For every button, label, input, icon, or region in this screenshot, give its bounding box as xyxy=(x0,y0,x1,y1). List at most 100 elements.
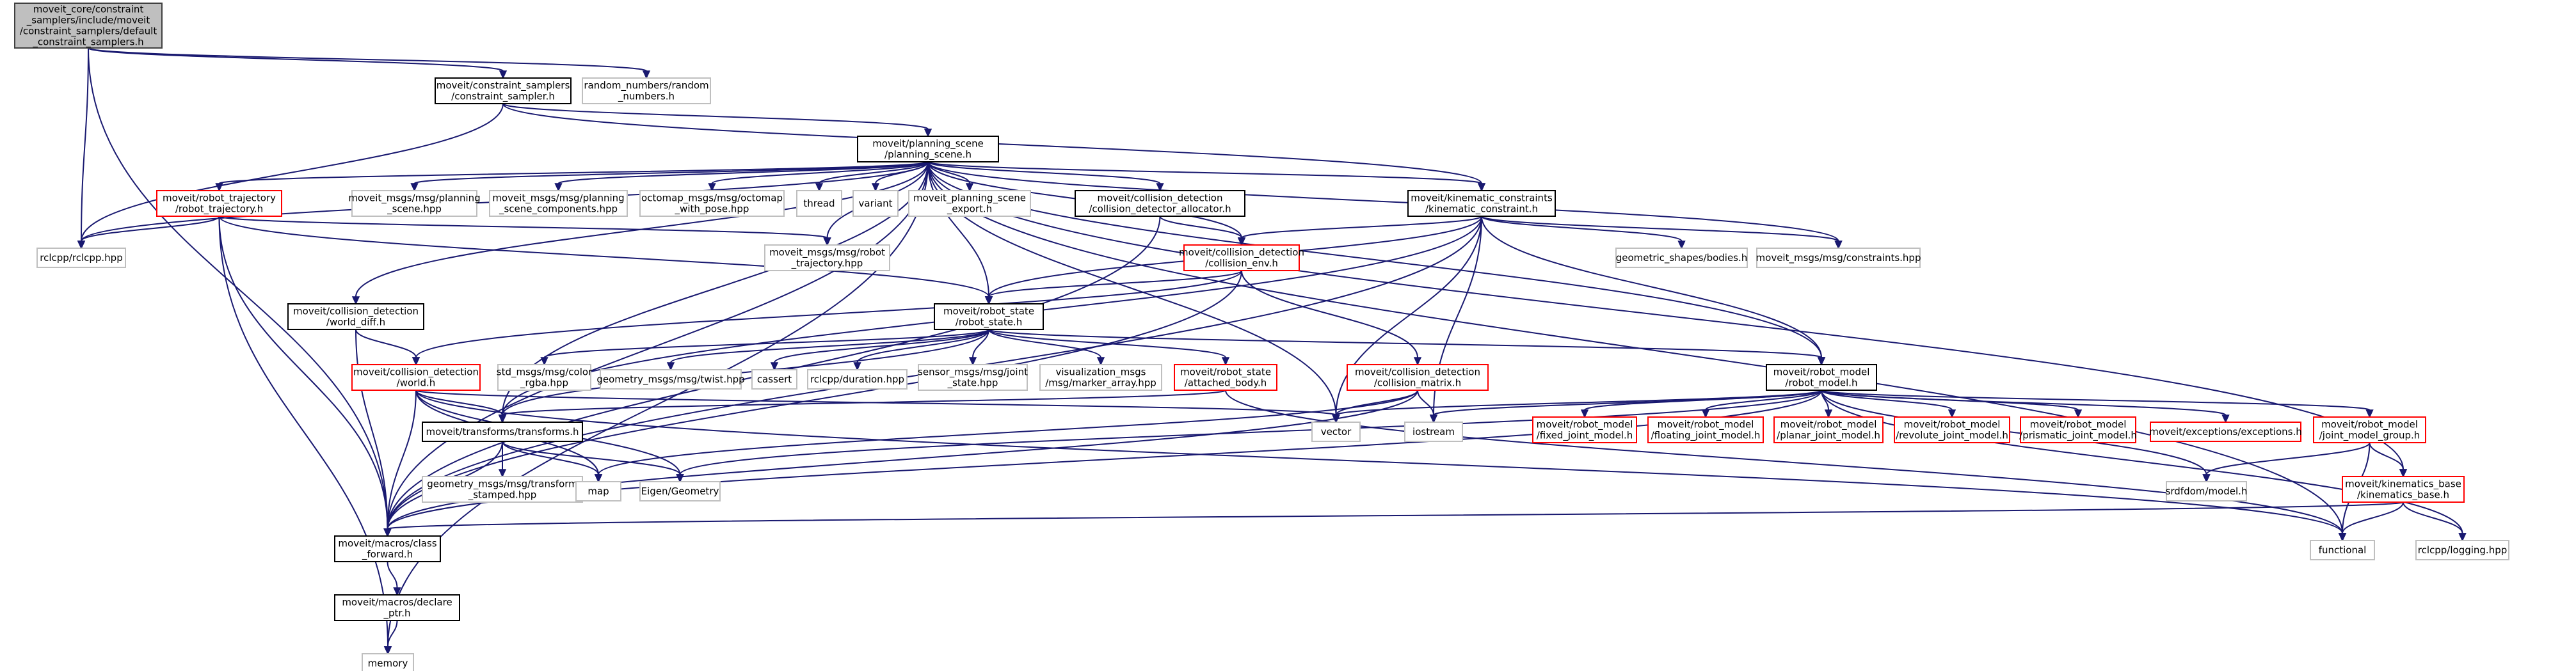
edge-kinematic_constraint-to-geometric_shapes xyxy=(1481,216,1686,249)
node-label-line: _export.h xyxy=(947,203,992,216)
node-class-forward[interactable]: moveit/macros/class_forward.h xyxy=(334,535,441,562)
node-collision-matrix[interactable]: moveit/collision_detection/collision_mat… xyxy=(1347,364,1489,391)
node-collision-env[interactable]: moveit/collision_detection/collision_env… xyxy=(1179,244,1304,271)
edge-planning_scene-to-collision_detector_allocator xyxy=(927,161,1164,192)
node-layer: moveit_core/constraint_samplers/include/… xyxy=(14,3,2509,671)
node-floating-joint[interactable]: moveit/robot_model/floating_joint_model.… xyxy=(1647,416,1764,443)
node-label-line: _forward.h xyxy=(362,549,413,561)
node-memory[interactable]: memory xyxy=(362,653,414,671)
node-exceptions[interactable]: moveit/exceptions/exceptions.h xyxy=(2149,422,2302,442)
edge-planning_scene-to-msg_planning_scene_components xyxy=(554,161,929,192)
node-label-line: moveit_core/constraint xyxy=(33,4,144,16)
node-declare-ptr[interactable]: moveit/macros/declare_ptr.h xyxy=(334,594,460,621)
node-kinematic-constraint[interactable]: moveit/kinematic_constraints/kinematic_c… xyxy=(1407,190,1556,217)
edge-robot_state-to-duration xyxy=(853,329,989,371)
node-label-line: random_numbers/random xyxy=(584,80,708,92)
node-label-line: octomap_msgs/msg/octomap xyxy=(641,193,783,205)
node-msg-constraints[interactable]: moveit_msgs/msg/constraints.hpp xyxy=(1756,248,1921,268)
node-geometric-shapes[interactable]: geometric_shapes/bodies.h xyxy=(1615,248,1748,268)
node-label-line: moveit/robot_model xyxy=(2030,419,2127,431)
node-label-line: /prismatic_joint_model.h xyxy=(2019,430,2137,442)
node-label-line: moveit/kinematic_constraints xyxy=(1411,193,1553,205)
node-label-line: moveit/constraint_samplers xyxy=(436,80,570,92)
node-label-line: _state.hpp xyxy=(947,377,998,390)
edge-robot_state-to-robot_model xyxy=(988,329,1826,366)
node-msg-planning-scene-components[interactable]: moveit_msgs/msg/planning_scene_component… xyxy=(489,190,628,217)
node-color-rgba[interactable]: std_msgs/msg/color_rgba.hpp xyxy=(497,364,593,391)
node-srdfdom[interactable]: srdfdom/model.h xyxy=(2166,481,2248,501)
node-planar-joint[interactable]: moveit/robot_model/planar_joint_model.h xyxy=(1773,416,1884,443)
node-label-line: moveit/transforms/transforms.h xyxy=(426,426,579,438)
node-label-line: moveit_planning_scene xyxy=(913,193,1026,205)
edge-constraint_sampler-to-planning_scene xyxy=(502,103,932,138)
node-kinematics-base[interactable]: moveit/kinematics_base/kinematics_base.h xyxy=(2342,476,2465,503)
node-rclcpp-logging[interactable]: rclcpp/logging.hpp xyxy=(2415,540,2509,560)
node-map[interactable]: map xyxy=(575,481,621,501)
node-functional[interactable]: functional xyxy=(2310,540,2375,560)
edge-kinematics_base-to-class_forward xyxy=(383,501,2404,537)
edge-robot_trajectory-to-rclcpp xyxy=(77,216,220,249)
node-collision-detector-allocator[interactable]: moveit/collision_detection/collision_det… xyxy=(1075,190,1245,217)
edge-planning_scene-to-world_diff xyxy=(351,161,929,305)
node-label-line: /fixed_joint_model.h xyxy=(1537,430,1633,442)
node-planning-scene-export[interactable]: moveit_planning_scene_export.h xyxy=(908,190,1031,217)
edge-planning_scene-to-robot_trajectory xyxy=(215,161,929,192)
node-revolute-joint[interactable]: moveit/robot_model/revolute_joint_model.… xyxy=(1894,416,2010,443)
node-label-line: cassert xyxy=(757,374,792,385)
node-robot-trajectory[interactable]: moveit/robot_trajectory/robot_trajectory… xyxy=(156,190,282,217)
node-vector[interactable]: vector xyxy=(1311,422,1361,442)
node-eigen-geometry[interactable]: Eigen/Geometry xyxy=(639,481,721,501)
node-rclcpp[interactable]: rclcpp/rclcpp.hpp xyxy=(36,248,126,268)
node-fixed-joint[interactable]: moveit/robot_model/fixed_joint_model.h xyxy=(1532,416,1637,443)
node-label-line: _samplers/include/moveit xyxy=(26,15,150,27)
node-transforms[interactable]: moveit/transforms/transforms.h xyxy=(422,422,583,442)
edge-planning_scene-to-kinematic_constraint xyxy=(927,161,1486,192)
node-octomap[interactable]: octomap_msgs/msg/octomap_with_pose.hpp xyxy=(639,190,785,217)
edge-transforms-to-transform_stamped xyxy=(498,441,507,478)
edge-joint_model_group-to-srdfdom xyxy=(2202,442,2371,483)
node-marker-array[interactable]: visualization_msgs/msg/marker_array.hpp xyxy=(1039,364,1162,391)
node-label-line: rclcpp/rclcpp.hpp xyxy=(40,252,122,264)
edge-planning_scene-to-msg_planning_scene xyxy=(410,161,929,192)
node-thread[interactable]: thread xyxy=(796,190,842,217)
edge-planning_scene-to-octomap xyxy=(708,161,929,192)
node-transform-stamped[interactable]: geometry_msgs/msg/transform_stamped.hpp xyxy=(422,476,583,503)
node-label-line: moveit/robot_model xyxy=(1658,419,1754,431)
edge-collision_env-to-collision_matrix xyxy=(1241,270,1422,366)
node-duration[interactable]: rclcpp/duration.hpp xyxy=(807,369,908,390)
node-iostream[interactable]: iostream xyxy=(1404,422,1463,442)
edge-world_diff-to-world xyxy=(355,329,420,366)
node-world-diff[interactable]: moveit/collision_detection/world_diff.h xyxy=(287,303,424,330)
node-label-line: rclcpp/logging.hpp xyxy=(2418,544,2508,556)
node-random-numbers[interactable]: random_numbers/random_numbers.h xyxy=(582,77,711,104)
node-joint-model-group[interactable]: moveit/robot_model/joint_model_group.h xyxy=(2313,416,2426,443)
node-cassert[interactable]: cassert xyxy=(751,369,797,390)
edge-planning_scene-to-thread xyxy=(815,161,929,192)
edge-kinematic_constraint-to-vector xyxy=(1332,216,1482,423)
node-msg-robot-trajectory[interactable]: moveit_msgs/msg/robot_trajectory.hpp xyxy=(764,244,890,271)
node-label-line: moveit/robot_state xyxy=(943,306,1034,318)
edge-robot_model-to-revolute_joint xyxy=(1821,390,1956,418)
node-label-line: moveit/robot_model xyxy=(1773,367,1870,379)
node-world[interactable]: moveit/collision_detection/world.h xyxy=(351,364,481,391)
node-label-line: /attached_body.h xyxy=(1185,377,1267,390)
edge-robot_state-to-marker_array xyxy=(988,329,1105,366)
node-label-line: moveit/collision_detection xyxy=(293,306,419,318)
node-twist[interactable]: geometry_msgs/msg/twist.hpp xyxy=(596,369,745,390)
node-variant[interactable]: variant xyxy=(852,190,899,217)
node-prismatic-joint[interactable]: moveit/robot_model/prismatic_joint_model… xyxy=(2019,416,2137,443)
node-robot-model[interactable]: moveit/robot_model/robot_model.h xyxy=(1766,364,1877,391)
node-robot-state[interactable]: moveit/robot_state/robot_state.h xyxy=(934,303,1044,330)
node-label-line: iostream xyxy=(1412,426,1455,438)
node-label-line: /kinematic_constraint.h xyxy=(1425,203,1538,216)
node-label-line: moveit_msgs/msg/constraints.hpp xyxy=(1756,252,1921,264)
node-joint-state[interactable]: sensor_msgs/msg/joint_state.hpp xyxy=(918,364,1028,391)
node-msg-planning-scene[interactable]: moveit_msgs/msg/planning_scene.hpp xyxy=(348,190,481,217)
node-attached-body[interactable]: moveit/robot_state/attached_body.h xyxy=(1174,364,1277,391)
node-constraint-sampler[interactable]: moveit/constraint_samplers/constraint_sa… xyxy=(435,77,572,104)
node-root[interactable]: moveit_core/constraint_samplers/include/… xyxy=(14,3,163,49)
node-label-line: moveit/robot_trajectory xyxy=(163,193,276,205)
node-planning-scene[interactable]: moveit/planning_scene/planning_scene.h xyxy=(857,136,999,162)
node-label-line: /constraint_samplers/default xyxy=(20,26,157,38)
